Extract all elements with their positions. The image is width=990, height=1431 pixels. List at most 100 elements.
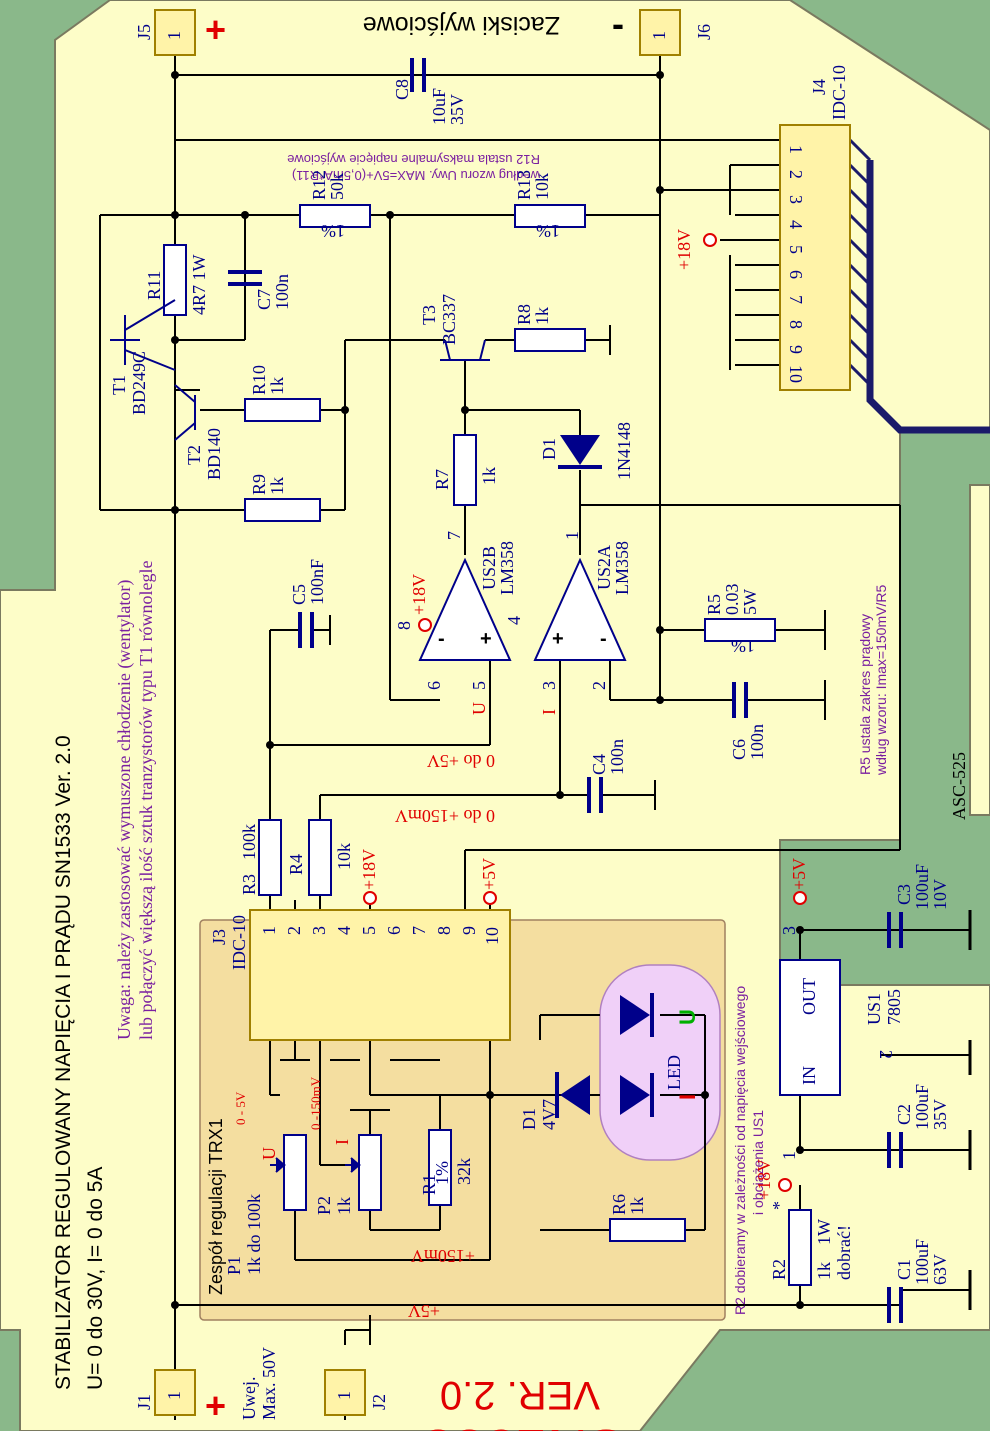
d1-type: 1N4148 [614, 422, 634, 480]
c6-symbol [732, 682, 748, 718]
us2a-pin6: 6 [424, 681, 444, 690]
r1-body [428, 1129, 452, 1206]
c3-name: C3 [894, 884, 914, 905]
r13-name: R13 [514, 170, 534, 200]
asc-board-area [969, 484, 990, 816]
c1-symbol [887, 1287, 903, 1323]
r8-val: 1k [532, 307, 552, 325]
logo-line2: VER. 2.0 [440, 1373, 600, 1417]
us2a-pin8: 8 [394, 621, 414, 630]
r9-name: R9 [249, 474, 269, 495]
r5-power: 5W [740, 589, 760, 615]
i-range-label: 0 do +150mV [395, 806, 495, 826]
c2-symbol [887, 1132, 903, 1168]
j3-pin-5: 5 [359, 926, 379, 935]
board-label: ASC-525 [949, 752, 969, 820]
ribbon-stubs [848, 138, 872, 387]
j4-pin-6: 6 [786, 270, 806, 279]
d1-zener-symbol [555, 1072, 590, 1118]
r13-body [514, 204, 586, 228]
c6-val: 100n [747, 724, 767, 760]
r10-body [244, 398, 321, 422]
us1-pin2: 2 [876, 1050, 896, 1059]
j3-label: J3 [209, 929, 229, 945]
r6-body [609, 1218, 686, 1242]
j5-body [154, 9, 196, 56]
r5-name: R5 [704, 594, 724, 615]
j4-body [779, 124, 851, 391]
r12-tol: 1% [321, 221, 345, 241]
v5-j3: +5V [479, 858, 499, 890]
v18-r2: +18V [754, 1159, 774, 1200]
j3-pin-10: 10 [482, 927, 502, 945]
j3-pin-8: 8 [434, 926, 454, 935]
c4-name: C4 [589, 754, 609, 775]
j4-pin-10: 10 [786, 365, 806, 383]
v18-j3: +18V [359, 849, 379, 890]
r10-val: 1k [267, 377, 287, 395]
j1-label: J1 [134, 1394, 154, 1410]
us2a-pin5: 5 [469, 681, 489, 690]
c3-volt: 10V [930, 879, 950, 910]
t3-name: T3 [419, 305, 439, 325]
ribbon-cable [866, 160, 990, 434]
j5-pin: 1 [164, 31, 184, 40]
r4-name: R4 [286, 854, 306, 875]
j4-pin-4: 4 [786, 220, 806, 229]
c4-symbol [587, 777, 603, 813]
j4-pin-9: 9 [786, 345, 806, 354]
j6-body [639, 9, 681, 56]
p2-val: 1k [334, 1197, 354, 1215]
r2-name: R2 [769, 1259, 789, 1280]
r2-note-line1: R2 dobieramy w zależności od napięcia we… [732, 986, 748, 1315]
r11-name: R11 [144, 271, 164, 300]
c8-val: 10uF [429, 88, 449, 125]
j1-pin: 1 [164, 1391, 184, 1400]
c8-symbol [410, 58, 426, 92]
d1-name: D1 [539, 438, 559, 460]
t3-symbol [440, 339, 490, 361]
r11-body [163, 244, 187, 316]
us1-pin3: 3 [779, 926, 799, 935]
us1-body [779, 959, 841, 1096]
t2-type: BD140 [204, 428, 224, 480]
j6-pin: 1 [649, 31, 669, 40]
led-label: LED [664, 1055, 684, 1090]
r2-val: 1k [814, 1262, 834, 1280]
p2-arrow [351, 1158, 361, 1172]
j4-pin-8: 8 [786, 320, 806, 329]
d1-1n4148-symbol [558, 435, 602, 469]
us2a-body [418, 557, 512, 661]
r12-note-line2: według wzoru Uwy. MAX=5V+(0,5mA*R11) [292, 168, 541, 183]
r8-name: R8 [514, 304, 534, 325]
led-u-symbol [620, 993, 654, 1037]
t1-type: BD249C [129, 351, 149, 415]
t1-name: T1 [109, 375, 129, 395]
c3-symbol [887, 912, 903, 948]
us2b-pin3: 3 [539, 681, 559, 690]
c1-volt: 63V [930, 1254, 950, 1285]
led-i-symbol [620, 1073, 654, 1117]
r7-body [453, 434, 477, 506]
v5-us1: +5V [789, 858, 809, 890]
j4-ground-lines [720, 164, 780, 370]
c1-name: C1 [894, 1259, 914, 1280]
r6-val: 1k [627, 1197, 647, 1215]
j4-pin-7: 7 [786, 295, 806, 304]
j3-pin-2: 2 [284, 926, 304, 935]
j3-pin-6: 6 [384, 926, 404, 935]
r1-name: R1 [419, 1174, 439, 1195]
t3-type: BC337 [439, 294, 459, 345]
r5-body [704, 618, 776, 642]
r2-note-line2: i obciążenia US1 [750, 1110, 766, 1215]
j5-plus: + [205, 9, 226, 50]
p1-val: 1k do 100k [244, 1194, 264, 1275]
r7-val: 1k [479, 467, 499, 485]
r1-tol: 1% [432, 1161, 452, 1185]
c2-name: C2 [894, 1104, 914, 1125]
us2a-pin7: 7 [444, 531, 464, 540]
c3-val: 100uF [912, 864, 932, 910]
t1-symbol [110, 299, 176, 371]
d1-zener-name: D1 [519, 1108, 539, 1130]
us2b-pin1: 1 [562, 531, 582, 540]
